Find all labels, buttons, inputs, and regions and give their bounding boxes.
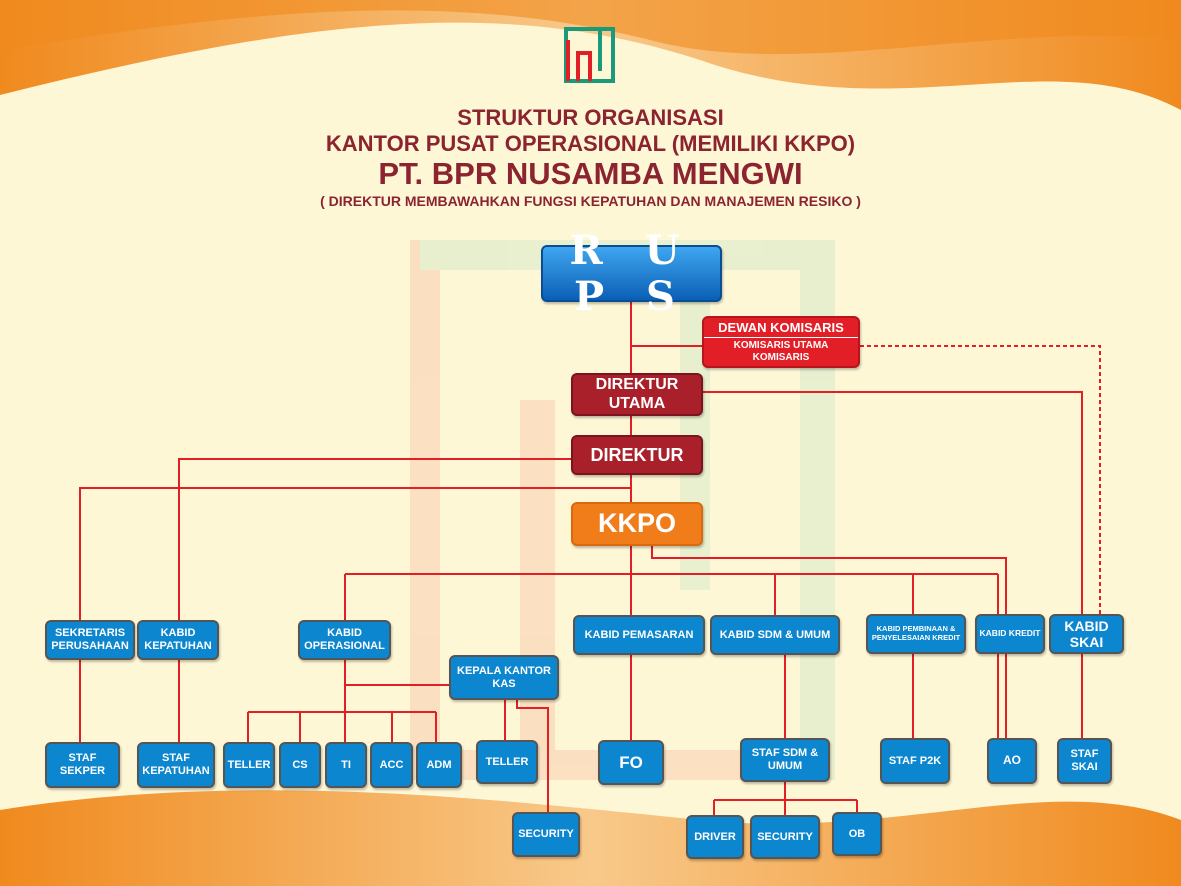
node-label: SEKPER — [59, 765, 106, 777]
node-label: DIREKTUR — [595, 376, 679, 394]
node-label: TELLER — [485, 755, 529, 768]
node-driver: DRIVER — [686, 815, 744, 859]
node-label: KEPALA KANTOR — [457, 664, 551, 677]
node-pembinaan: KABID PEMBINAAN &PENYELESAIAN KREDIT — [866, 614, 966, 654]
node-sdm: KABID SDM & UMUM — [710, 615, 840, 655]
connector-line — [703, 391, 1083, 614]
node-kkpo: KKPO — [571, 502, 703, 546]
node-ob: OB — [832, 812, 882, 856]
bottom-wave — [0, 790, 1181, 886]
node-label: KABID PEMASARAN — [584, 628, 694, 641]
node-sublabel: KOMISARIS UTAMA — [733, 340, 829, 352]
node-label: R U P S — [569, 226, 694, 320]
node-label: OB — [848, 827, 866, 840]
node-label: SECURITY — [518, 828, 574, 841]
node-label: UTAMA — [608, 394, 666, 412]
node-label: AO — [1003, 753, 1021, 768]
node-label: DRIVER — [694, 830, 736, 843]
node-label: PERUSAHAAN — [51, 640, 129, 652]
node-fo: FO — [598, 740, 664, 785]
node-label: ACC — [379, 758, 404, 771]
node-label: KABID PEMBINAAN & — [876, 624, 956, 634]
node-ao: AO — [987, 738, 1037, 784]
node-label: TELLER — [227, 758, 271, 771]
node-direktur: DIREKTUR — [571, 435, 703, 475]
node-label: STAF SDM & — [751, 747, 819, 760]
node-label: KABID KREDIT — [979, 628, 1041, 639]
node-security-kas: SECURITY — [512, 812, 580, 857]
node-label: STAF P2K — [888, 754, 942, 767]
node-label: STAF — [1070, 748, 1099, 761]
node-cs: CS — [279, 742, 321, 788]
divider — [704, 337, 858, 339]
node-teller-kas: TELLER — [476, 740, 538, 784]
title-line-1: STRUKTUR ORGANISASI — [457, 105, 724, 130]
node-label: CS — [292, 758, 308, 771]
node-label: KAS — [492, 677, 516, 690]
node-label: SEKRETARIS — [54, 627, 126, 640]
node-security-sdm: SECURITY — [750, 815, 820, 859]
node-acc: ACC — [370, 742, 413, 788]
node-label: KEPATUHAN — [144, 640, 212, 652]
node-label: STAF — [162, 752, 190, 765]
node-label: PENYELESAIAN KREDIT — [871, 633, 961, 642]
connector-line — [516, 700, 549, 812]
node-label: SKAI — [1071, 761, 1098, 773]
node-label: KEPATUHAN — [142, 765, 210, 777]
node-label: SECURITY — [757, 830, 813, 843]
subtitle-note: ( DIREKTUR MEMBAWAHKAN FUNGSI KEPATUHAN … — [320, 193, 861, 209]
node-label: DEWAN KOMISARIS — [718, 319, 844, 335]
node-sublabel: KOMISARIS — [752, 351, 810, 363]
title-line-2: KANTOR PUSAT OPERASIONAL (MEMILIKI KKPO) — [325, 131, 856, 156]
logo-icon — [564, 27, 615, 83]
node-staf-sdm: STAF SDM &UMUM — [740, 738, 830, 782]
node-label: KABID — [1064, 617, 1109, 634]
node-label: DIREKTUR — [590, 444, 684, 465]
node-label: SKAI — [1069, 634, 1104, 650]
node-label: FO — [619, 752, 643, 772]
node-pemasaran: KABID PEMASARAN — [573, 615, 705, 655]
company-name: PT. BPR NUSAMBA MENGWI — [378, 156, 803, 191]
connector-line — [79, 475, 632, 620]
node-rups: R U P S — [541, 227, 722, 319]
node-label: KABID — [327, 627, 362, 640]
node-kredit: KABID KREDIT — [975, 614, 1045, 654]
node-adm: ADM — [416, 742, 462, 788]
node-label: KKPO — [597, 508, 676, 539]
node-label: KABID SDM & UMUM — [719, 628, 831, 641]
dashed-connector-line — [860, 345, 1101, 614]
node-label: KABID — [160, 627, 196, 640]
node-label: TI — [341, 758, 351, 771]
node-teller: TELLER — [223, 742, 275, 788]
node-label: STAF — [68, 752, 97, 765]
connector-line — [178, 458, 571, 620]
node-staf-p2k: STAF P2K — [880, 738, 950, 784]
node-label: OPERASIONAL — [304, 640, 385, 652]
node-ti: TI — [325, 742, 367, 788]
node-label: ADM — [426, 758, 452, 771]
node-label: UMUM — [767, 760, 803, 772]
connector-line — [651, 546, 1007, 614]
